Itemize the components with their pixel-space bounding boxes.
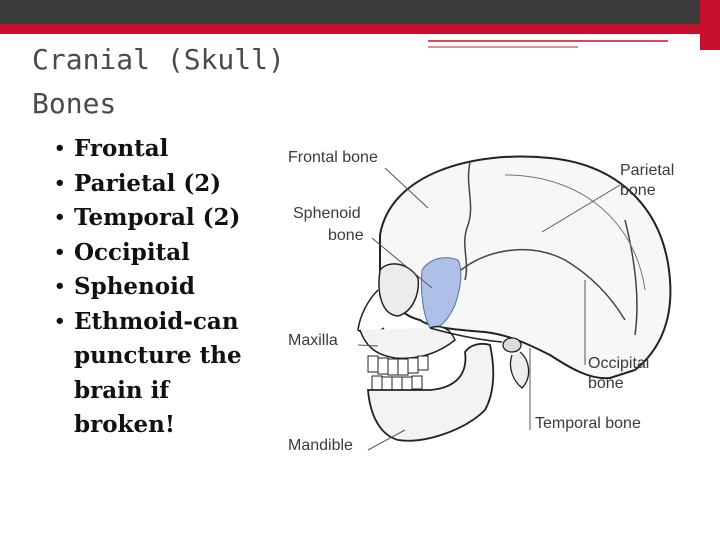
bullet-text: Parietal (2) [74, 169, 222, 197]
maxilla-bone [359, 325, 456, 360]
leader-frontal [384, 167, 429, 209]
lower-teeth [371, 375, 423, 392]
slide-top-bar [0, 0, 720, 24]
leader-mandible [367, 429, 406, 451]
bullet-text: Sphenoid [74, 273, 195, 300]
bullet-dot-icon: • [54, 276, 66, 297]
label-occipital-line2: bone [588, 375, 624, 392]
label-parietal-line2: bone [620, 182, 656, 199]
zygomatic-arch [429, 327, 503, 343]
label-mandible: Mandible [288, 437, 353, 454]
bullet-dot-icon: • [54, 207, 66, 228]
label-parietal-line1: Parietal [620, 162, 674, 179]
slide-title: Cranial (Skull) Bones [32, 43, 285, 120]
label-occipital-line1: Occipital [588, 355, 649, 372]
title-accent-line [428, 40, 668, 42]
bullet-dot-icon: • [54, 241, 66, 263]
leader-parietal [541, 184, 621, 233]
bullet-dot-icon: • [54, 172, 66, 194]
eye-orbit [378, 263, 420, 317]
label-frontal-bone: Frontal bone [288, 149, 378, 166]
bullet-item: • Occipital [54, 236, 274, 271]
ear-canal [502, 337, 522, 353]
label-sphenoid-line2: bone [328, 227, 364, 244]
skull-diagram: Frontal bone Parietal bone Sphenoid bone… [288, 149, 674, 454]
bullet-text: Occipital [74, 238, 190, 266]
bullet-text: Frontal [74, 135, 169, 162]
slide-corner-accent [700, 0, 720, 50]
mastoid-process [509, 351, 530, 389]
parietal-groove [504, 174, 646, 291]
bullet-dot-icon: • [54, 310, 66, 332]
mandible-bone [367, 342, 495, 442]
squamosal-suture [454, 249, 626, 321]
sphenoid-highlight [420, 257, 462, 329]
bullet-item: • Ethmoid-can puncture the brain if broke… [54, 305, 274, 443]
label-sphenoid-line1: Sphenoid [293, 205, 361, 222]
leader-sphenoid [371, 237, 433, 289]
bullet-dot-icon: • [54, 138, 66, 159]
bullet-item: • Sphenoid [54, 270, 274, 305]
coronal-suture [464, 161, 472, 281]
bullet-text: Temporal (2) [74, 204, 241, 231]
bullet-list: • Frontal • Parietal (2) • Temporal (2) • Oc… [54, 132, 274, 443]
bullet-item: • Frontal [54, 132, 274, 167]
lambdoid-suture [624, 219, 638, 336]
upper-teeth [367, 355, 429, 376]
label-temporal-bone: Temporal bone [535, 415, 641, 432]
bullet-text: Ethmoid-can puncture the brain if broken… [74, 307, 242, 439]
leader-maxilla [357, 344, 379, 347]
bullet-item: • Parietal (2) [54, 167, 274, 202]
label-maxilla: Maxilla [288, 332, 338, 349]
title-accent-line-short [428, 46, 578, 48]
bullet-item: • Temporal (2) [54, 201, 274, 236]
slide-red-band [0, 24, 720, 34]
